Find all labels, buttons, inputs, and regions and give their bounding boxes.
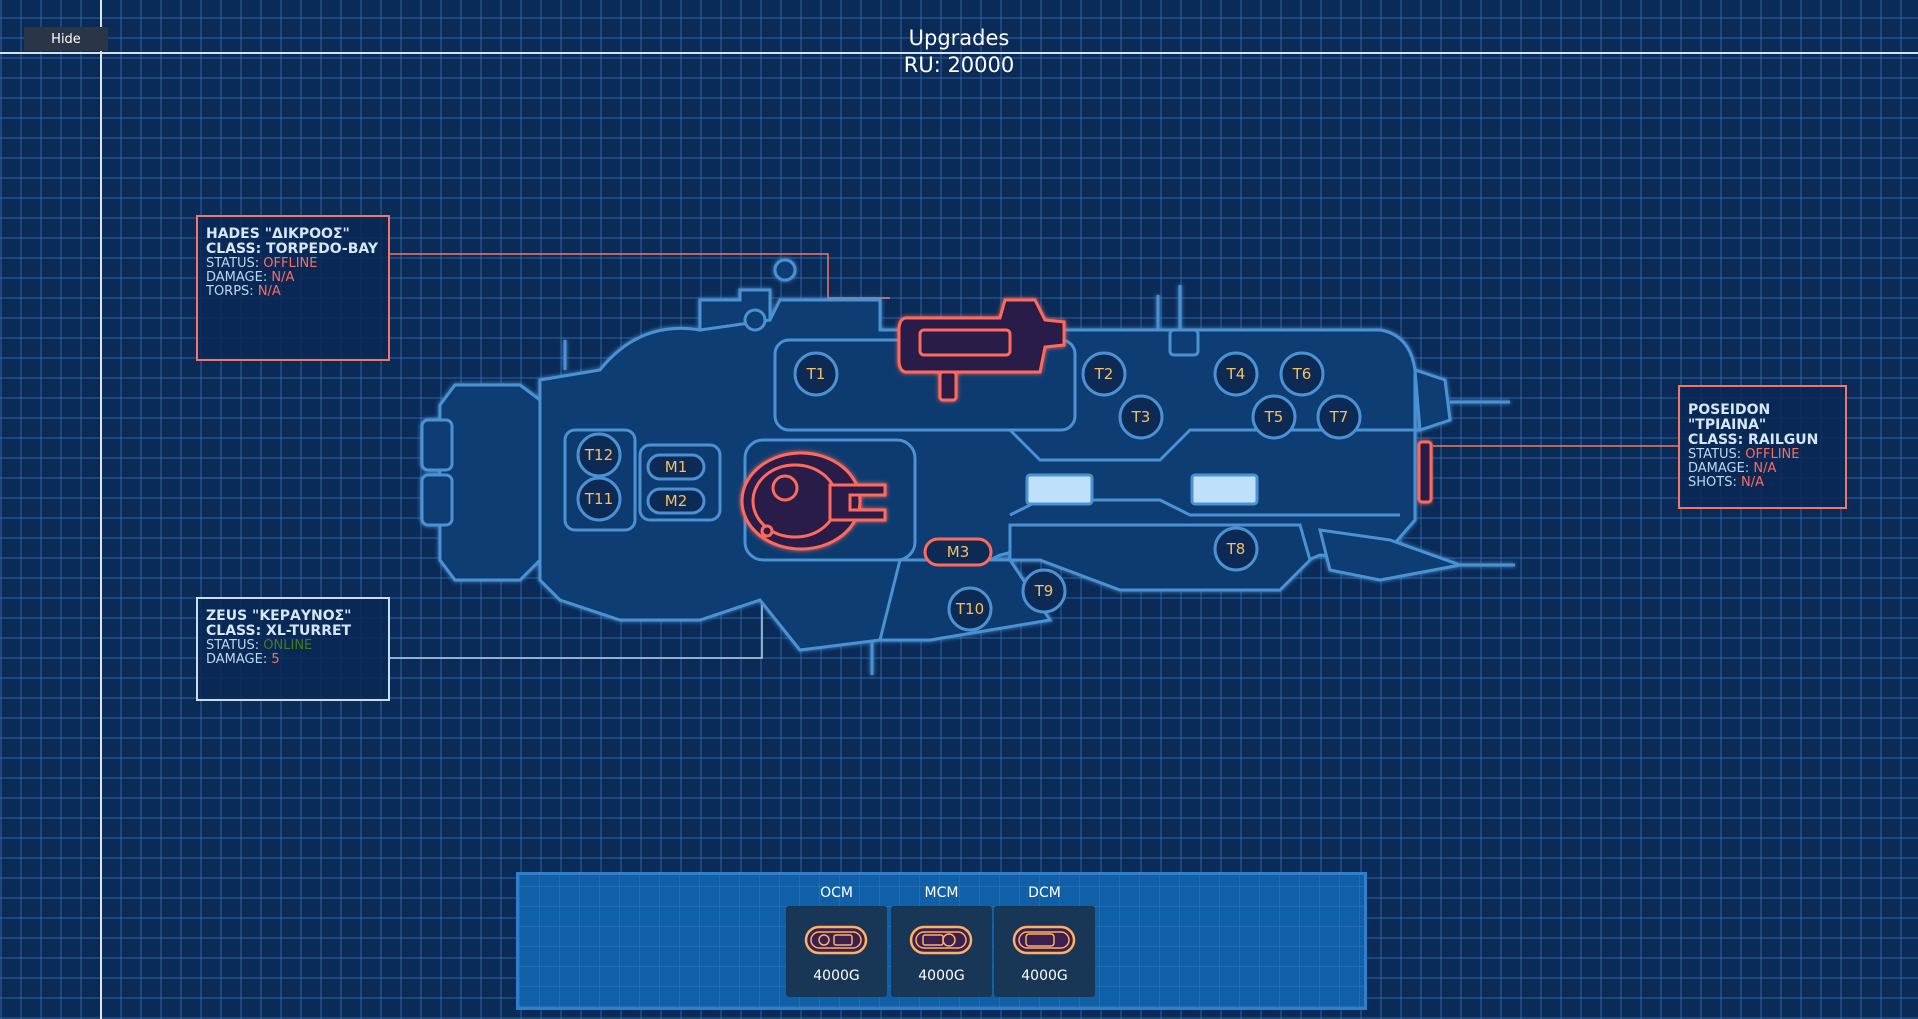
ru-balance: RU: 20000 xyxy=(903,53,1015,77)
module-card[interactable]: 4000G xyxy=(786,906,887,997)
page-title: Upgrades xyxy=(908,26,1010,50)
weapon-status: STATUS: ONLINE xyxy=(206,638,313,653)
module-price: 4000G xyxy=(1021,968,1068,984)
weapon-class: CLASS: TORPEDO-BAY xyxy=(206,241,378,257)
weapon-class: CLASS: XL-TURRET xyxy=(206,623,352,639)
window-light xyxy=(1025,473,1094,506)
weapon-name: HADES "ΔΙΚΡΟΟΣ" xyxy=(206,226,350,242)
svg-text:T4: T4 xyxy=(1226,365,1246,383)
mcm-module-icon xyxy=(909,925,973,955)
poseidon-railgun[interactable] xyxy=(1417,440,1433,504)
svg-text:T8: T8 xyxy=(1226,540,1246,558)
slot-t11[interactable]: T11 xyxy=(576,476,622,522)
window-light xyxy=(1190,473,1259,506)
svg-text:T7: T7 xyxy=(1329,408,1349,426)
weapon-torps: TORPS: N/A xyxy=(206,284,281,299)
hades-torpedo-bay[interactable] xyxy=(897,298,1066,402)
slot-t6[interactable]: T6 xyxy=(1279,351,1325,397)
zeus-xl-turret[interactable] xyxy=(740,451,887,551)
weapon-class: CLASS: RAILGUN xyxy=(1688,432,1819,448)
vertical-guide-line xyxy=(100,0,102,1019)
slot-t10[interactable]: T10 xyxy=(947,586,993,632)
poseidon-info-box: POSEIDON "ΤΡΙΑΙΝΑ" CLASS: RAILGUN STATUS… xyxy=(1678,385,1847,509)
slot-t8[interactable]: T8 xyxy=(1213,526,1259,572)
svg-text:T11: T11 xyxy=(584,490,613,508)
svg-text:T12: T12 xyxy=(584,446,613,464)
weapon-name: ZEUS "ΚΕΡΑΥΝΟΣ" xyxy=(206,608,352,624)
hades-info-box: HADES "ΔΙΚΡΟΟΣ" CLASS: TORPEDO-BAY STATU… xyxy=(196,215,390,361)
slot-m3[interactable]: M3 xyxy=(923,537,993,567)
svg-text:T10: T10 xyxy=(955,600,984,618)
weapon-damage: DAMAGE: N/A xyxy=(1688,461,1777,476)
slot-t4[interactable]: T4 xyxy=(1213,351,1259,397)
svg-text:T9: T9 xyxy=(1034,582,1054,600)
weapon-damage: DAMAGE: N/A xyxy=(206,270,295,285)
dcm-module-icon xyxy=(1012,925,1076,955)
svg-text:T3: T3 xyxy=(1131,408,1151,426)
module-label: MCM xyxy=(924,885,959,901)
slot-t5[interactable]: T5 xyxy=(1251,394,1297,440)
module-mcm[interactable]: MCM 4000G xyxy=(891,875,992,1005)
svg-text:M1: M1 xyxy=(665,458,688,476)
weapon-damage: DAMAGE: 5 xyxy=(206,652,280,667)
svg-text:T1: T1 xyxy=(806,365,826,383)
slot-t2[interactable]: T2 xyxy=(1081,351,1127,397)
module-shop-panel: OCM 4000G MCM 4000G DCM xyxy=(516,872,1367,1010)
svg-text:M3: M3 xyxy=(947,543,970,561)
horizontal-guide-line xyxy=(0,52,1918,54)
module-price: 4000G xyxy=(918,968,965,984)
svg-text:T2: T2 xyxy=(1094,365,1114,383)
weapon-status: STATUS: OFFLINE xyxy=(1688,447,1800,462)
ocm-module-icon xyxy=(804,925,868,955)
slot-m2[interactable]: M2 xyxy=(646,487,706,515)
slot-t9[interactable]: T9 xyxy=(1021,568,1067,614)
zeus-info-box: ZEUS "ΚΕΡΑΥΝΟΣ" CLASS: XL-TURRET STATUS:… xyxy=(196,597,390,701)
slot-t1[interactable]: T1 xyxy=(793,351,839,397)
slot-t3[interactable]: T3 xyxy=(1118,394,1164,440)
svg-text:M2: M2 xyxy=(665,492,688,510)
hades-connector xyxy=(390,253,890,299)
slot-m1[interactable]: M1 xyxy=(646,453,706,481)
svg-text:T5: T5 xyxy=(1264,408,1284,426)
weapon-status: STATUS: OFFLINE xyxy=(206,256,318,271)
module-price: 4000G xyxy=(813,968,860,984)
module-label: DCM xyxy=(1028,885,1061,901)
module-dcm[interactable]: DCM 4000G xyxy=(994,875,1095,1005)
module-ocm[interactable]: OCM 4000G xyxy=(786,875,887,1005)
module-card[interactable]: 4000G xyxy=(891,906,992,997)
slot-t7[interactable]: T7 xyxy=(1316,394,1362,440)
hide-button[interactable]: Hide xyxy=(24,27,108,51)
svg-text:T6: T6 xyxy=(1292,365,1312,383)
module-card[interactable]: 4000G xyxy=(994,906,1095,997)
weapon-name: POSEIDON "ΤΡΙΑΙΝΑ" xyxy=(1688,402,1771,433)
module-label: OCM xyxy=(820,885,853,901)
slot-t12[interactable]: T12 xyxy=(576,432,622,478)
weapon-shots: SHOTS: N/A xyxy=(1688,475,1764,490)
